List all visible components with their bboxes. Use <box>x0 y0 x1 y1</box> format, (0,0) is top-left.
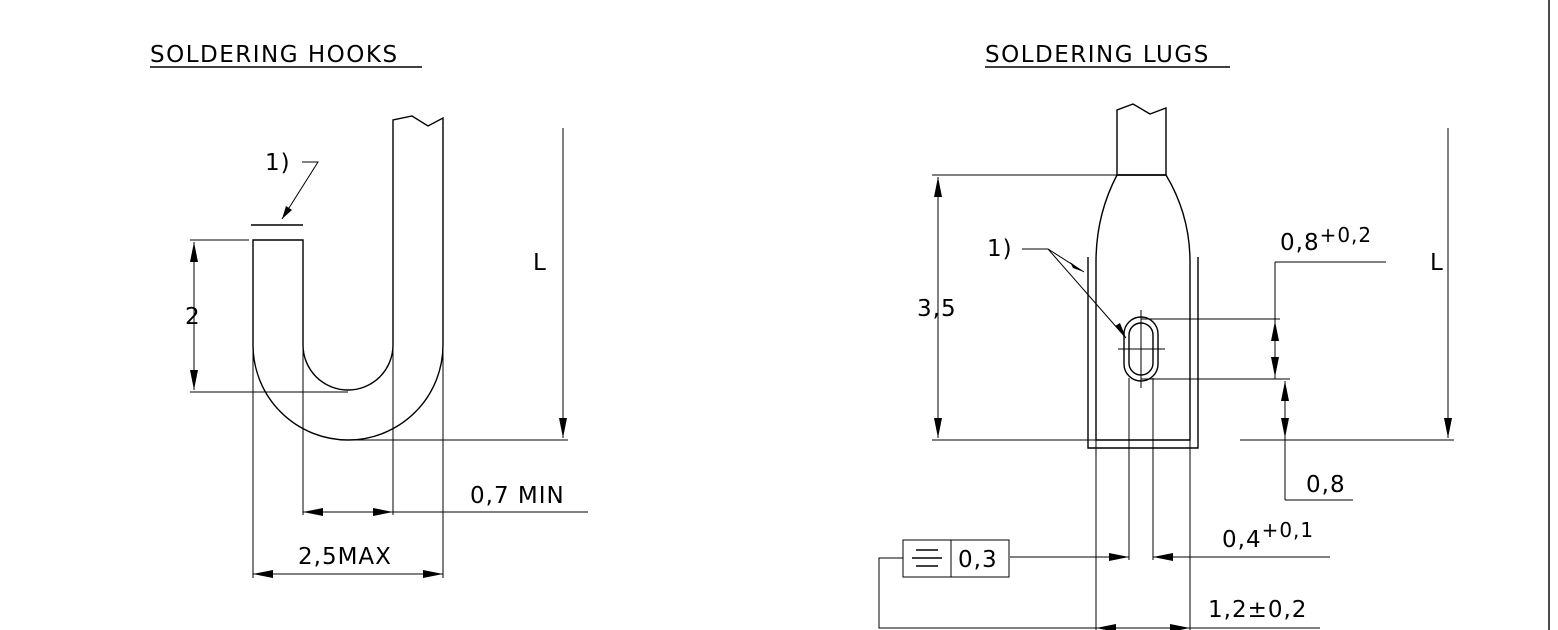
soldering-hooks-view: SOLDERING HOOKS 1) 2 L 0,7 MIN <box>150 42 588 578</box>
lugs-dim-L-label: L <box>1430 250 1444 276</box>
lugs-dim-width-arrow-left <box>1096 624 1116 630</box>
hooks-title: SOLDERING HOOKS <box>150 42 399 68</box>
hooks-note-leader <box>281 161 319 220</box>
lugs-note-leader-2 <box>1047 248 1127 339</box>
lugs-dim-slot-label: 0,8+0,2 <box>1280 223 1372 256</box>
lugs-note-label: 1) <box>987 236 1013 262</box>
lugs-datum-leader <box>878 557 1096 629</box>
hooks-dim-25-arrow-left <box>253 570 273 578</box>
lugs-note-arrow-2 <box>1115 323 1126 338</box>
hook-outline <box>252 115 444 441</box>
lugs-dim-35-label: 3,5 <box>917 296 957 322</box>
hooks-dim-L-arrow <box>559 418 567 438</box>
hooks-dim-07-arrow-left <box>303 508 323 516</box>
hooks-dim-2-label: 2 <box>185 304 201 330</box>
lugs-title: SOLDERING LUGS <box>985 42 1210 68</box>
soldering-lugs-view: SOLDERING LUGS 1) 3,5 L <box>878 42 1454 630</box>
hooks-note-arrowhead <box>282 206 292 219</box>
lugs-dim-35-arrow-top <box>934 177 942 197</box>
hooks-dim-07-arrow-right <box>373 508 393 516</box>
lugs-dim-edge-arrow-top <box>1281 381 1289 401</box>
lugs-dim-edge-arrow-bottom <box>1281 418 1289 438</box>
lugs-dim-slotw-arrow-left <box>1109 553 1129 561</box>
lugs-dim-35-arrow-bottom <box>934 418 942 438</box>
hooks-dim-2-arrow-top <box>190 242 198 262</box>
lugs-dim-L-arrow <box>1444 418 1452 438</box>
hooks-dim-L-label: L <box>533 250 547 276</box>
lugs-dim-width-arrow-right <box>1170 624 1190 630</box>
lugs-dim-slotw-arrow-right <box>1153 553 1173 561</box>
hooks-dim-2-arrow-bottom <box>190 370 198 390</box>
lugs-dim-slotw-label: 0,4+0,1 <box>1222 518 1314 553</box>
lugs-symmetry-value: 0,3 <box>958 547 998 573</box>
lugs-dim-width-label: 1,2±0,2 <box>1208 597 1307 623</box>
lugs-note-arrow-1 <box>1070 262 1084 272</box>
lugs-dim-edge-label: 0,8 <box>1306 472 1346 498</box>
lug-wire-stub <box>1116 103 1167 175</box>
hooks-dim-07-label: 0,7 MIN <box>470 483 565 509</box>
lug-clip-outline <box>1087 257 1199 449</box>
hooks-dim-25-arrow-right <box>423 570 443 578</box>
lug-body-outline <box>1095 174 1191 441</box>
hooks-dim-25-label: 2,5MAX <box>298 544 392 570</box>
lugs-dim-slot-arrow-bottom <box>1271 357 1279 377</box>
lugs-dim-slot-arrow-top <box>1271 321 1279 341</box>
hooks-note-label: 1) <box>265 150 291 176</box>
